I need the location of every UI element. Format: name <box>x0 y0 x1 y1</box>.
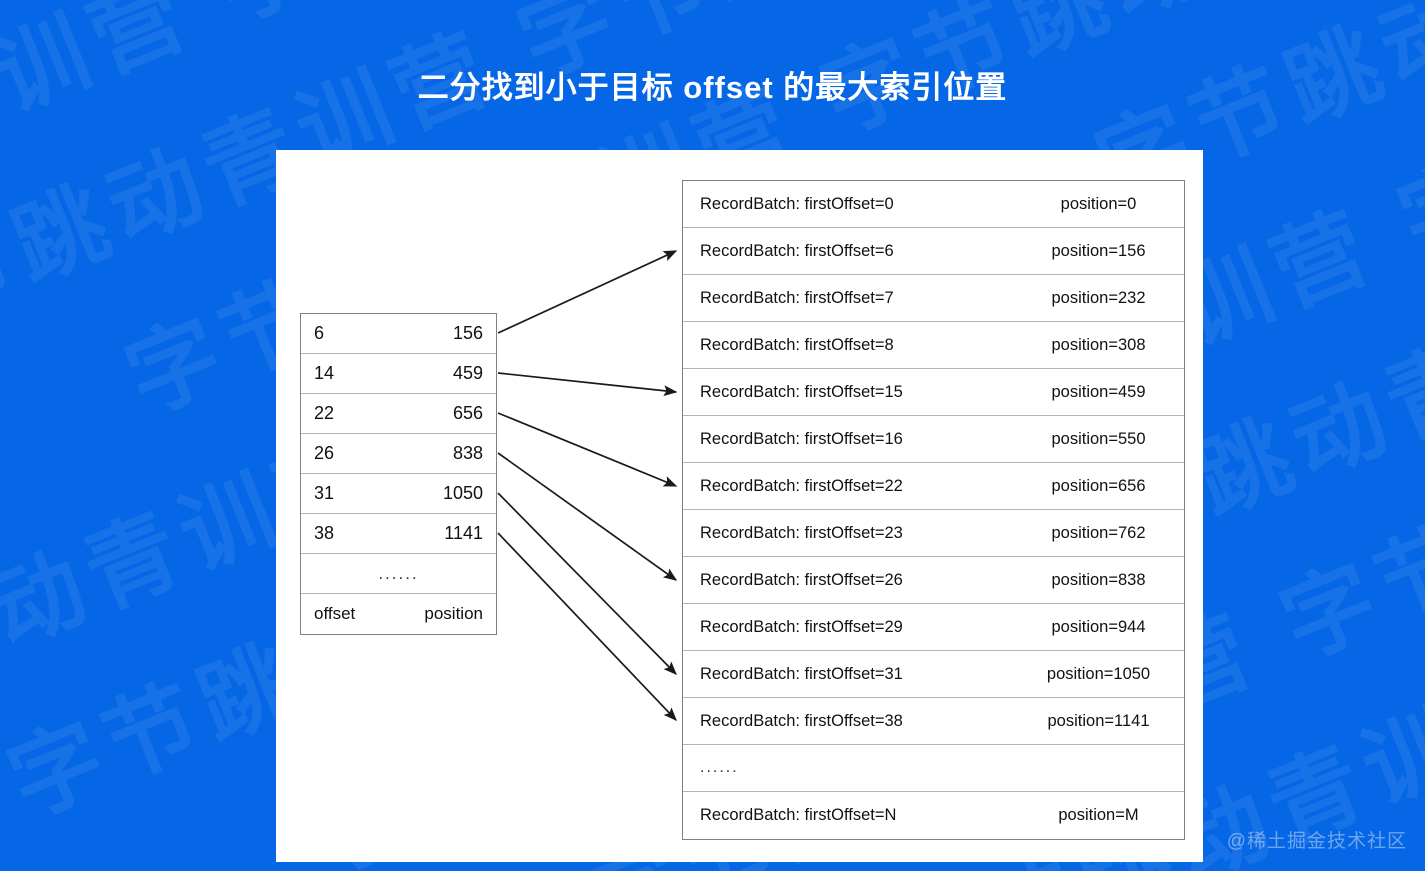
batch-position: position=944 <box>1051 617 1146 636</box>
index-offset: 38 <box>314 523 335 543</box>
batch-label: RecordBatch: firstOffset=31 <box>700 664 903 683</box>
batch-row: RecordBatch: firstOffset=23 position=762 <box>683 510 1184 557</box>
index-position: 1050 <box>442 483 483 503</box>
batch-label: RecordBatch: firstOffset=23 <box>700 523 903 542</box>
index-row: 26 838 <box>301 434 496 474</box>
corner-watermark: @稀土掘金技术社区 <box>1226 831 1407 852</box>
batch-row: RecordBatch: firstOffset=26 position=838 <box>683 557 1184 604</box>
batch-row: RecordBatch: firstOffset=22 position=656 <box>683 463 1184 510</box>
index-offset: 31 <box>314 483 335 503</box>
offset-index-table: 6 156 14 459 22 656 26 838 31 1050 38 11… <box>300 313 497 635</box>
batch-row: RecordBatch: firstOffset=31 position=105… <box>683 651 1184 698</box>
record-batch-table: RecordBatch: firstOffset=0 position=0 Re… <box>682 180 1185 840</box>
index-row: 14 459 <box>301 354 496 394</box>
batch-row: RecordBatch: firstOffset=15 position=459 <box>683 369 1184 416</box>
index-position: 1141 <box>444 523 483 543</box>
arrow-22-to-firstOffset-22 <box>497 412 678 487</box>
batch-position: position=1141 <box>1047 711 1150 730</box>
index-legend-offset: offset <box>314 604 356 623</box>
batch-row: RecordBatch: firstOffset=6 position=156 <box>683 228 1184 275</box>
batch-row: RecordBatch: firstOffset=38 position=114… <box>683 698 1184 745</box>
index-row: 6 156 <box>301 314 496 354</box>
index-ellipsis-row: ...... <box>301 554 496 594</box>
batch-row: RecordBatch: firstOffset=29 position=944 <box>683 604 1184 651</box>
batch-label: RecordBatch: firstOffset=26 <box>700 570 903 589</box>
batch-position: position=762 <box>1051 523 1146 542</box>
batch-position: position=550 <box>1051 429 1146 448</box>
index-position: 459 <box>452 363 483 383</box>
arrow-26-to-firstOffset-26 <box>497 452 678 581</box>
page-title: 二分找到小于目标 offset 的最大索引位置 <box>417 70 1008 105</box>
batch-row: RecordBatch: firstOffset=16 position=550 <box>683 416 1184 463</box>
batch-label: RecordBatch: firstOffset=7 <box>700 288 894 307</box>
batch-label: RecordBatch: firstOffset=6 <box>700 241 894 260</box>
index-row: 31 1050 <box>301 474 496 514</box>
batch-ellipsis: ...... <box>700 759 739 776</box>
batch-row: RecordBatch: firstOffset=8 position=308 <box>683 322 1184 369</box>
batch-ellipsis-row: ...... <box>683 745 1184 792</box>
batch-label: RecordBatch: firstOffset=38 <box>700 711 903 730</box>
batch-label: RecordBatch: firstOffset=0 <box>700 194 894 213</box>
index-offset: 6 <box>314 323 325 343</box>
batch-position: position=0 <box>1060 194 1137 213</box>
batch-row: RecordBatch: firstOffset=0 position=0 <box>683 181 1184 228</box>
index-position: 156 <box>452 323 483 343</box>
batch-label: RecordBatch: firstOffset=22 <box>700 476 903 495</box>
batch-position: position=838 <box>1051 570 1146 589</box>
index-position: 656 <box>452 403 483 423</box>
index-offset: 14 <box>314 363 335 383</box>
arrow-31-to-firstOffset-31 <box>497 492 677 675</box>
arrow-6-to-firstOffset-6 <box>497 250 678 334</box>
batch-position: position=308 <box>1051 335 1146 354</box>
diagram-card: 6 156 14 459 22 656 26 838 31 1050 38 11… <box>276 150 1203 862</box>
index-legend-row: offset position <box>301 594 496 634</box>
arrow-14-to-firstOffset-15 <box>497 372 678 397</box>
batch-position: position=656 <box>1051 476 1146 495</box>
batch-label: RecordBatch: firstOffset=8 <box>700 335 894 354</box>
batch-label: RecordBatch: firstOffset=15 <box>700 382 903 401</box>
batch-row: RecordBatch: firstOffset=N position=M <box>683 792 1184 839</box>
index-row: 38 1141 <box>301 514 496 554</box>
batch-position: position=459 <box>1051 382 1146 401</box>
arrow-38-to-firstOffset-38 <box>497 532 677 721</box>
index-position: 838 <box>452 443 483 463</box>
batch-position: position=232 <box>1051 288 1146 307</box>
batch-label: RecordBatch: firstOffset=16 <box>700 429 903 448</box>
batch-row: RecordBatch: firstOffset=7 position=232 <box>683 275 1184 322</box>
index-ellipsis: ...... <box>378 563 419 583</box>
index-offset: 26 <box>314 443 335 463</box>
batch-position: position=156 <box>1051 241 1146 260</box>
index-offset: 22 <box>314 403 335 423</box>
index-legend-position: position <box>424 604 483 623</box>
batch-position: position=1050 <box>1046 664 1151 683</box>
batch-position: position=M <box>1058 806 1139 824</box>
index-row: 22 656 <box>301 394 496 434</box>
batch-label: RecordBatch: firstOffset=29 <box>700 617 903 636</box>
batch-label: RecordBatch: firstOffset=N <box>700 806 897 824</box>
